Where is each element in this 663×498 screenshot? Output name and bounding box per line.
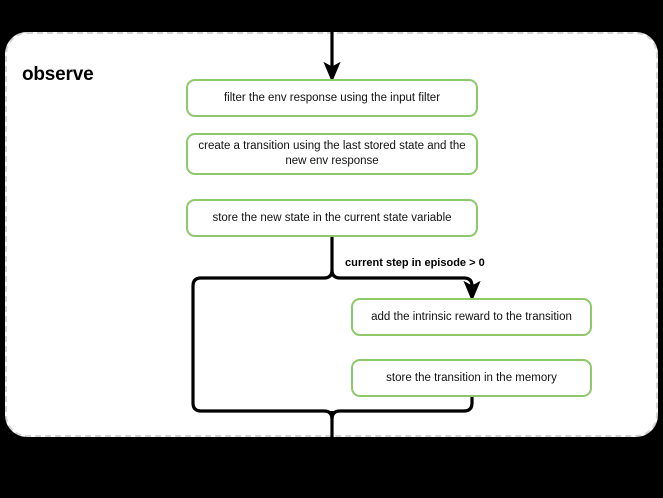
- node-create-transition[interactable]: create a transition using the last store…: [186, 133, 478, 175]
- edge-label-condition: current step in episode > 0: [345, 257, 485, 269]
- node-store-new-state[interactable]: store the new state in the current state…: [186, 199, 478, 237]
- node-label: create a transition using the last store…: [198, 140, 466, 167]
- node-add-intrinsic-reward[interactable]: add the intrinsic reward to the transiti…: [351, 298, 592, 336]
- node-label: store the new state in the current state…: [212, 211, 452, 224]
- node-label: store the transition in the memory: [386, 371, 557, 384]
- node-filter-env-response[interactable]: filter the env response using the input …: [186, 79, 478, 117]
- node-label: add the intrinsic reward to the transiti…: [371, 310, 572, 323]
- page-title: observe: [22, 64, 94, 85]
- node-store-transition-memory[interactable]: store the transition in the memory: [351, 359, 592, 397]
- node-label: filter the env response using the input …: [223, 91, 441, 104]
